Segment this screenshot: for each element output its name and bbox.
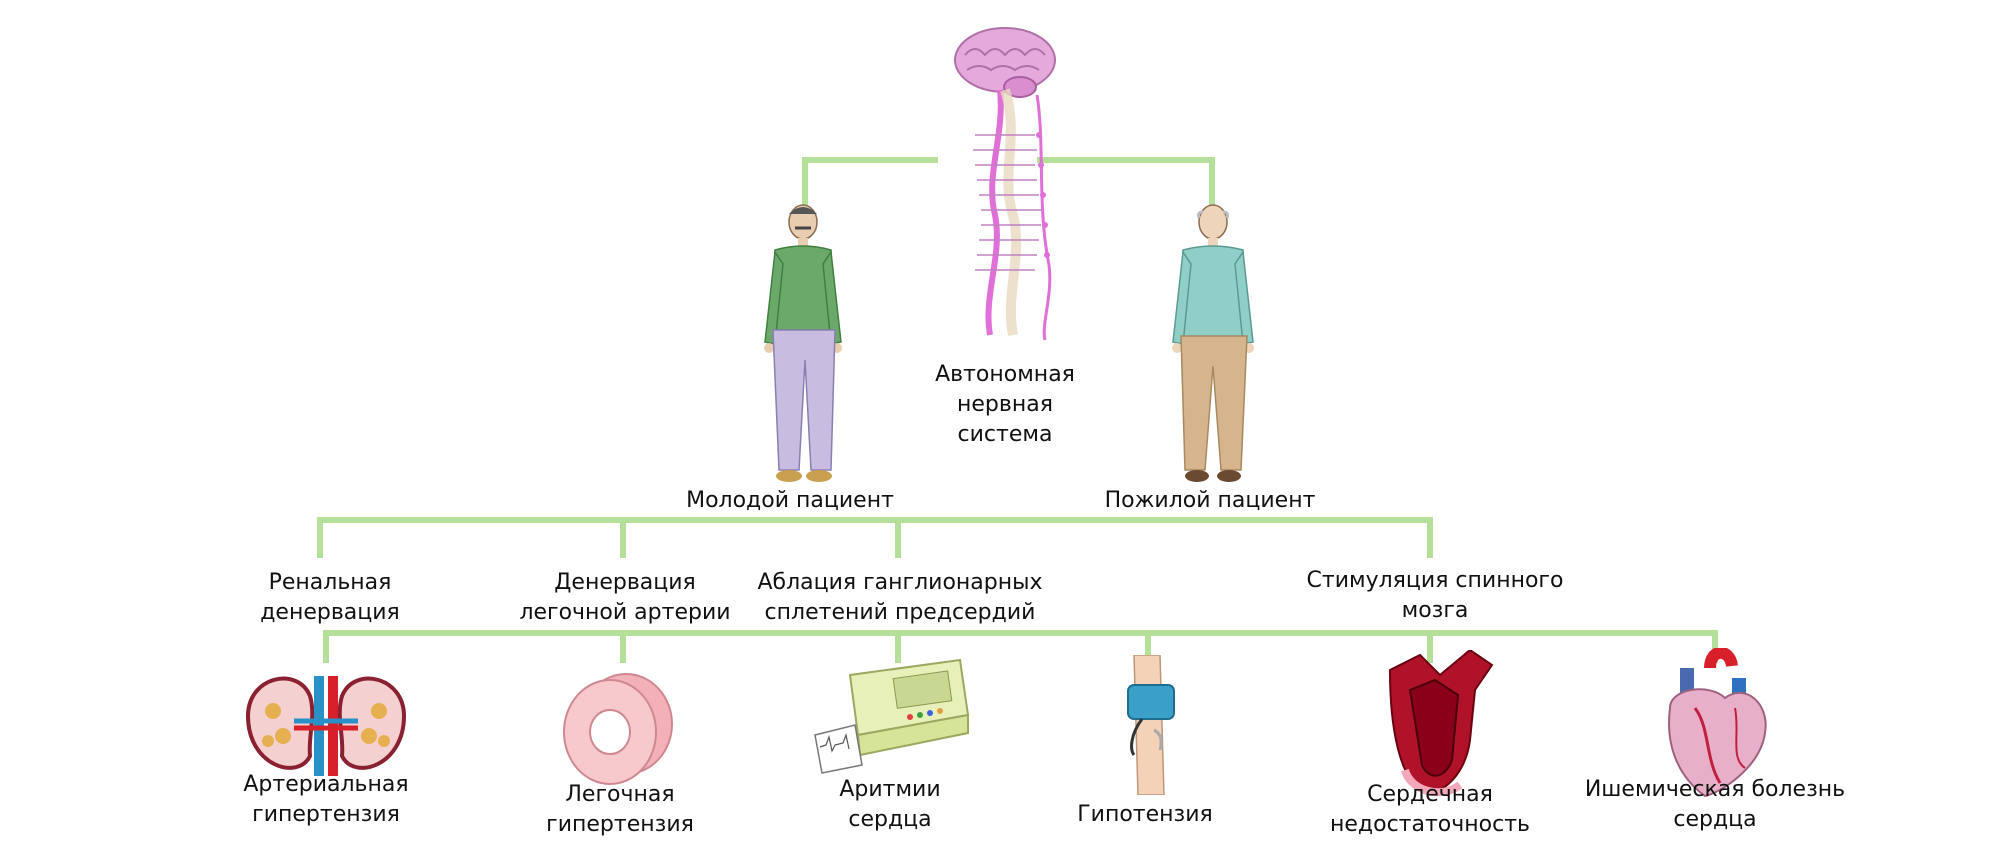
condition-arterial-hypertension: Артериальная гипертензия	[243, 772, 409, 827]
young-man-icon	[764, 204, 842, 482]
heart-icon	[1668, 648, 1767, 798]
connector-brain-young	[802, 157, 938, 208]
procedure-renal-denervation: Ренальная денервация	[260, 570, 400, 625]
condition-cardiac-arrhythmias: Аритмии сердца	[839, 777, 941, 832]
old-patient-label: Пожилой пациент	[1104, 488, 1316, 513]
condition-pulmonary-hypertension: Легочная гипертензия	[546, 782, 694, 837]
procedure-pulmonary-artery-denervation: Денервация легочной артерии	[519, 570, 731, 625]
procedure-gp-ablation: Аблация ганглионарных сплетений предсерд…	[757, 570, 1043, 625]
heart-section-icon	[1388, 650, 1494, 797]
brain-spinal-cord-icon	[954, 27, 1056, 341]
ecg-machine-icon	[814, 658, 970, 774]
young-patient-label: Молодой пациент	[686, 488, 894, 513]
condition-ischemic-heart-disease: Ишемическая болезнь сердца	[1584, 777, 1846, 832]
blood-pressure-cuff-icon	[1127, 655, 1175, 795]
connector-brain-old	[1037, 157, 1215, 208]
condition-hypotension: Гипотензия	[1077, 802, 1213, 827]
kidneys-icon	[245, 676, 407, 776]
condition-heart-failure: Сердечная недостаточность	[1330, 782, 1530, 837]
old-man-icon	[1172, 204, 1254, 482]
ans-label: Автономная нервная система	[935, 362, 1075, 447]
procedure-spinal-cord-stimulation: Стимуляция спинного мозга	[1306, 568, 1564, 623]
artery-cross-section-icon	[563, 673, 673, 785]
